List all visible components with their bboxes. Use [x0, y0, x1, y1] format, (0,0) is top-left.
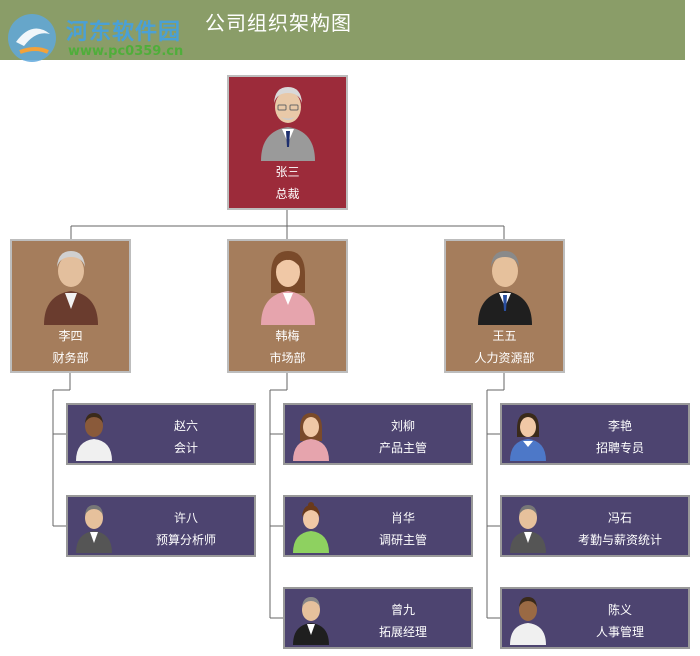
woman-icon — [510, 413, 546, 461]
man-icon — [510, 597, 546, 645]
watermark-logo — [8, 14, 56, 62]
node-role: 市场部 — [269, 351, 306, 365]
node-name: 冯石 — [607, 511, 632, 525]
node-employee[interactable]: 陈义 人事管理 — [500, 587, 690, 649]
chart-title: 公司组织架构图 — [205, 11, 352, 35]
node-name: 刘柳 — [390, 419, 415, 433]
node-role: 财务部 — [52, 351, 89, 365]
node-role: 会计 — [173, 441, 198, 455]
node-employee[interactable]: 刘柳 产品主管 — [283, 403, 473, 465]
elderly-man-icon — [261, 87, 315, 161]
node-role: 预算分析师 — [155, 533, 216, 547]
title-bar: 公司组织架构图 — [0, 0, 685, 60]
node-role: 招聘专员 — [595, 441, 644, 455]
businessman-icon — [293, 597, 329, 645]
node-name: 赵六 — [173, 419, 198, 433]
node-name: 李四 — [58, 329, 83, 343]
node-ceo[interactable]: 张三 总裁 — [227, 75, 348, 210]
man-icon — [76, 413, 112, 461]
woman-icon — [293, 502, 329, 553]
node-name: 韩梅 — [275, 329, 300, 343]
node-employee[interactable]: 曾九 拓展经理 — [283, 587, 473, 649]
node-name: 李艳 — [607, 419, 632, 433]
node-role: 人力资源部 — [474, 351, 535, 365]
node-employee[interactable]: 李艳 招聘专员 — [500, 403, 690, 465]
node-name: 许八 — [173, 511, 198, 525]
node-manager-marketing[interactable]: 韩梅 市场部 — [227, 239, 348, 373]
node-role: 人事管理 — [595, 625, 644, 639]
node-role: 考勤与薪资统计 — [577, 533, 662, 547]
node-employee[interactable]: 赵六 会计 — [66, 403, 256, 465]
node-name: 陈义 — [607, 603, 632, 617]
businessman-icon — [510, 505, 546, 553]
node-manager-hr[interactable]: 王五 人力资源部 — [444, 239, 565, 373]
node-name: 张三 — [275, 165, 300, 179]
woman-icon — [261, 251, 315, 325]
node-role: 拓展经理 — [378, 625, 427, 639]
node-name: 肖华 — [390, 511, 415, 525]
node-name: 王五 — [492, 329, 517, 343]
businessman-icon — [478, 251, 532, 325]
watermark-site: 河东软件园 — [66, 20, 182, 45]
businessman-icon — [76, 505, 112, 553]
node-name: 曾九 — [390, 603, 415, 617]
watermark-url: www.pc0359.cn — [68, 44, 184, 59]
node-role: 产品主管 — [378, 441, 427, 455]
elderly-man-icon — [44, 251, 98, 325]
node-role: 调研主管 — [378, 533, 427, 547]
node-manager-finance[interactable]: 李四 财务部 — [10, 239, 131, 373]
woman-icon — [293, 413, 329, 461]
node-employee[interactable]: 冯石 考勤与薪资统计 — [500, 495, 690, 557]
node-employee[interactable]: 许八 预算分析师 — [66, 495, 256, 557]
node-employee[interactable]: 肖华 调研主管 — [283, 495, 473, 557]
node-role: 总裁 — [275, 187, 300, 201]
